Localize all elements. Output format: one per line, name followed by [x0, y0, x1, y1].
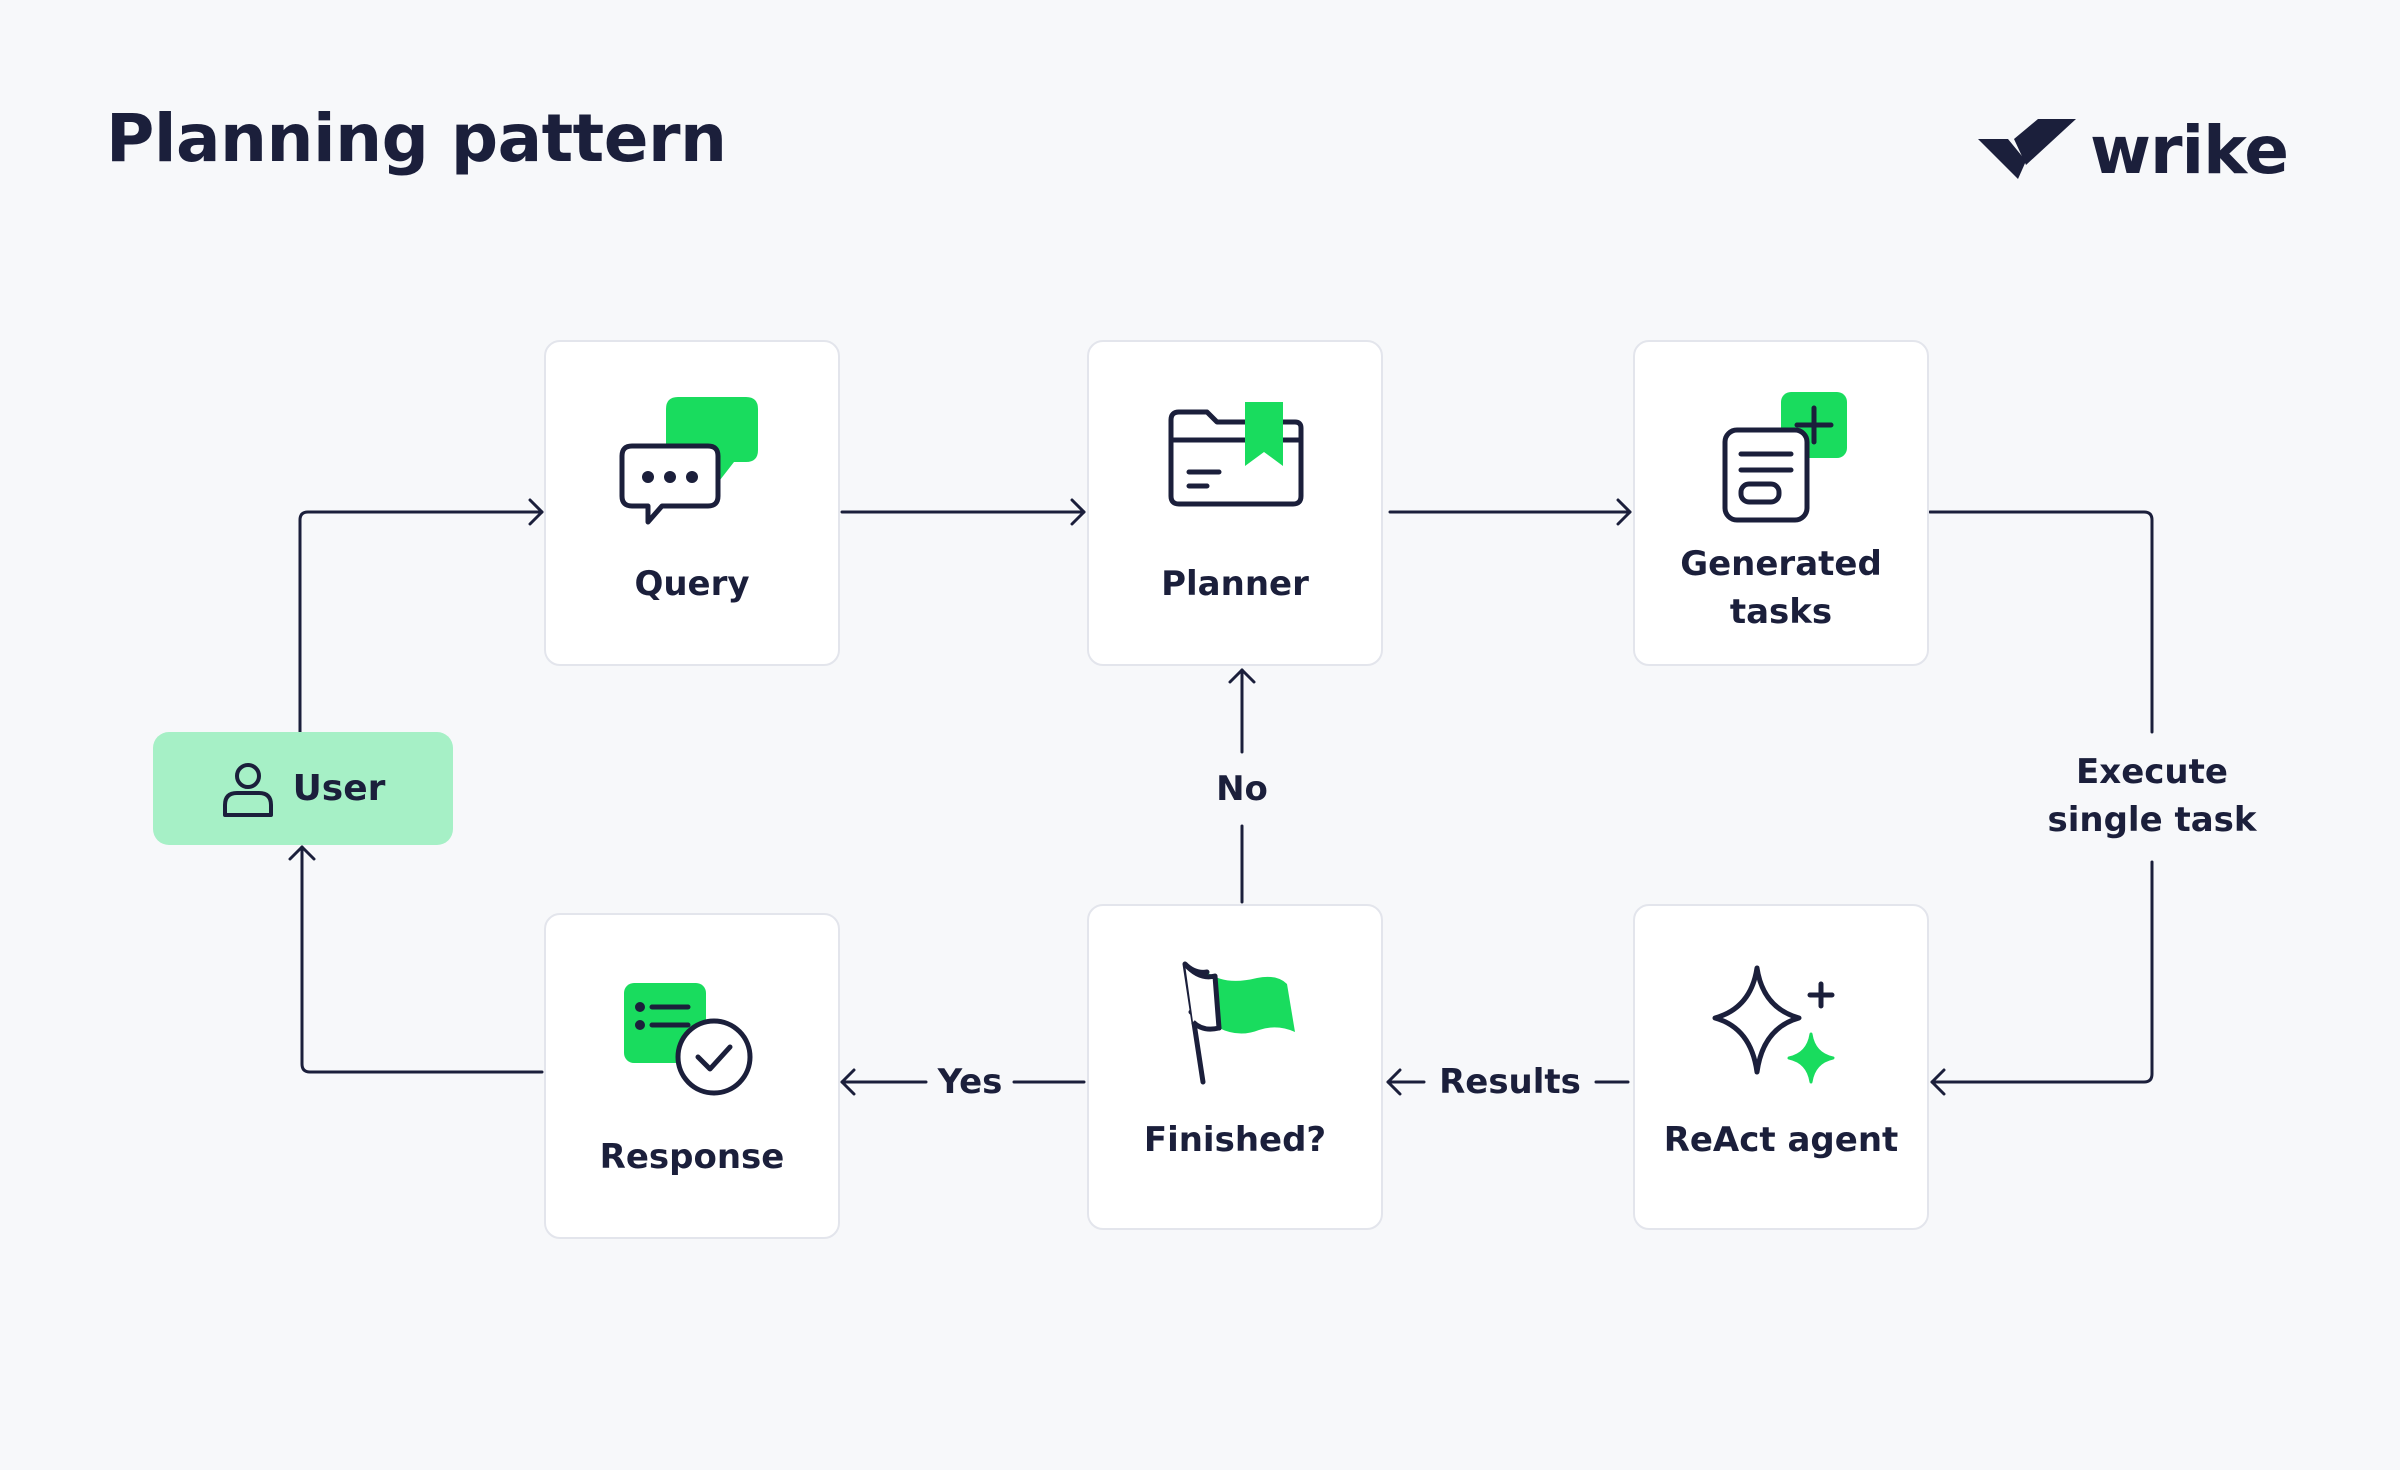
react-agent-node: ReAct agent: [1633, 904, 1929, 1230]
edge-generated-to-react-top: [1928, 510, 2154, 734]
generated-tasks-node: Generated tasks: [1633, 340, 1929, 666]
user-label: User: [292, 768, 386, 809]
user-node: User: [153, 732, 453, 845]
brand-logo: wrike: [1978, 110, 2289, 190]
edge-label-execute-line2: single task: [2047, 800, 2257, 840]
sparkle-stars-icon: [1712, 965, 1835, 1084]
edge-label-no: No: [1202, 765, 1282, 813]
folder-bookmark-icon: [1168, 402, 1304, 507]
checklist-check-icon: [624, 983, 753, 1096]
arrowhead: [1930, 1068, 1946, 1096]
edge-generated-to-react-bottom: [1930, 860, 2154, 1084]
arrowhead: [1616, 498, 1632, 526]
response-node: Response: [544, 913, 840, 1239]
edge-user-to-query: [298, 510, 544, 734]
finished-node: Finished?: [1087, 904, 1383, 1230]
arrowhead: [1070, 498, 1086, 526]
document-plus-icon: [1722, 392, 1847, 523]
edge-label-yes: Yes: [930, 1058, 1010, 1106]
brand-name: wrike: [2090, 111, 2289, 189]
edge-label-execute-line1: Execute: [2076, 752, 2228, 792]
arrowhead: [840, 1068, 856, 1096]
edge-response-to-user: [300, 845, 544, 1074]
chat-bubbles-icon: [619, 397, 758, 525]
planner-label: Planner: [1161, 564, 1309, 604]
arrowhead: [1386, 1068, 1402, 1096]
arrowhead: [528, 498, 544, 526]
arrowhead: [1228, 668, 1256, 684]
page-title: Planning pattern: [106, 100, 727, 177]
flag-icon: [1182, 961, 1295, 1085]
generated-tasks-label: Generated tasks: [1635, 540, 1927, 636]
edge-label-execute: Execute single task: [2036, 748, 2268, 844]
react-agent-label: ReAct agent: [1663, 1120, 1899, 1160]
person-icon: [222, 762, 273, 817]
generated-tasks-label-line2: tasks: [1729, 592, 1833, 632]
response-label: Response: [599, 1137, 785, 1177]
query-label: Query: [634, 564, 750, 604]
edge-label-results: Results: [1432, 1058, 1588, 1106]
planner-node: Planner: [1087, 340, 1383, 666]
generated-tasks-label-line1: Generated: [1680, 544, 1882, 584]
arrowhead: [288, 845, 316, 861]
query-node: Query: [544, 340, 840, 666]
wrike-check-logo-icon: [1978, 119, 2076, 179]
finished-label: Finished?: [1143, 1120, 1327, 1160]
